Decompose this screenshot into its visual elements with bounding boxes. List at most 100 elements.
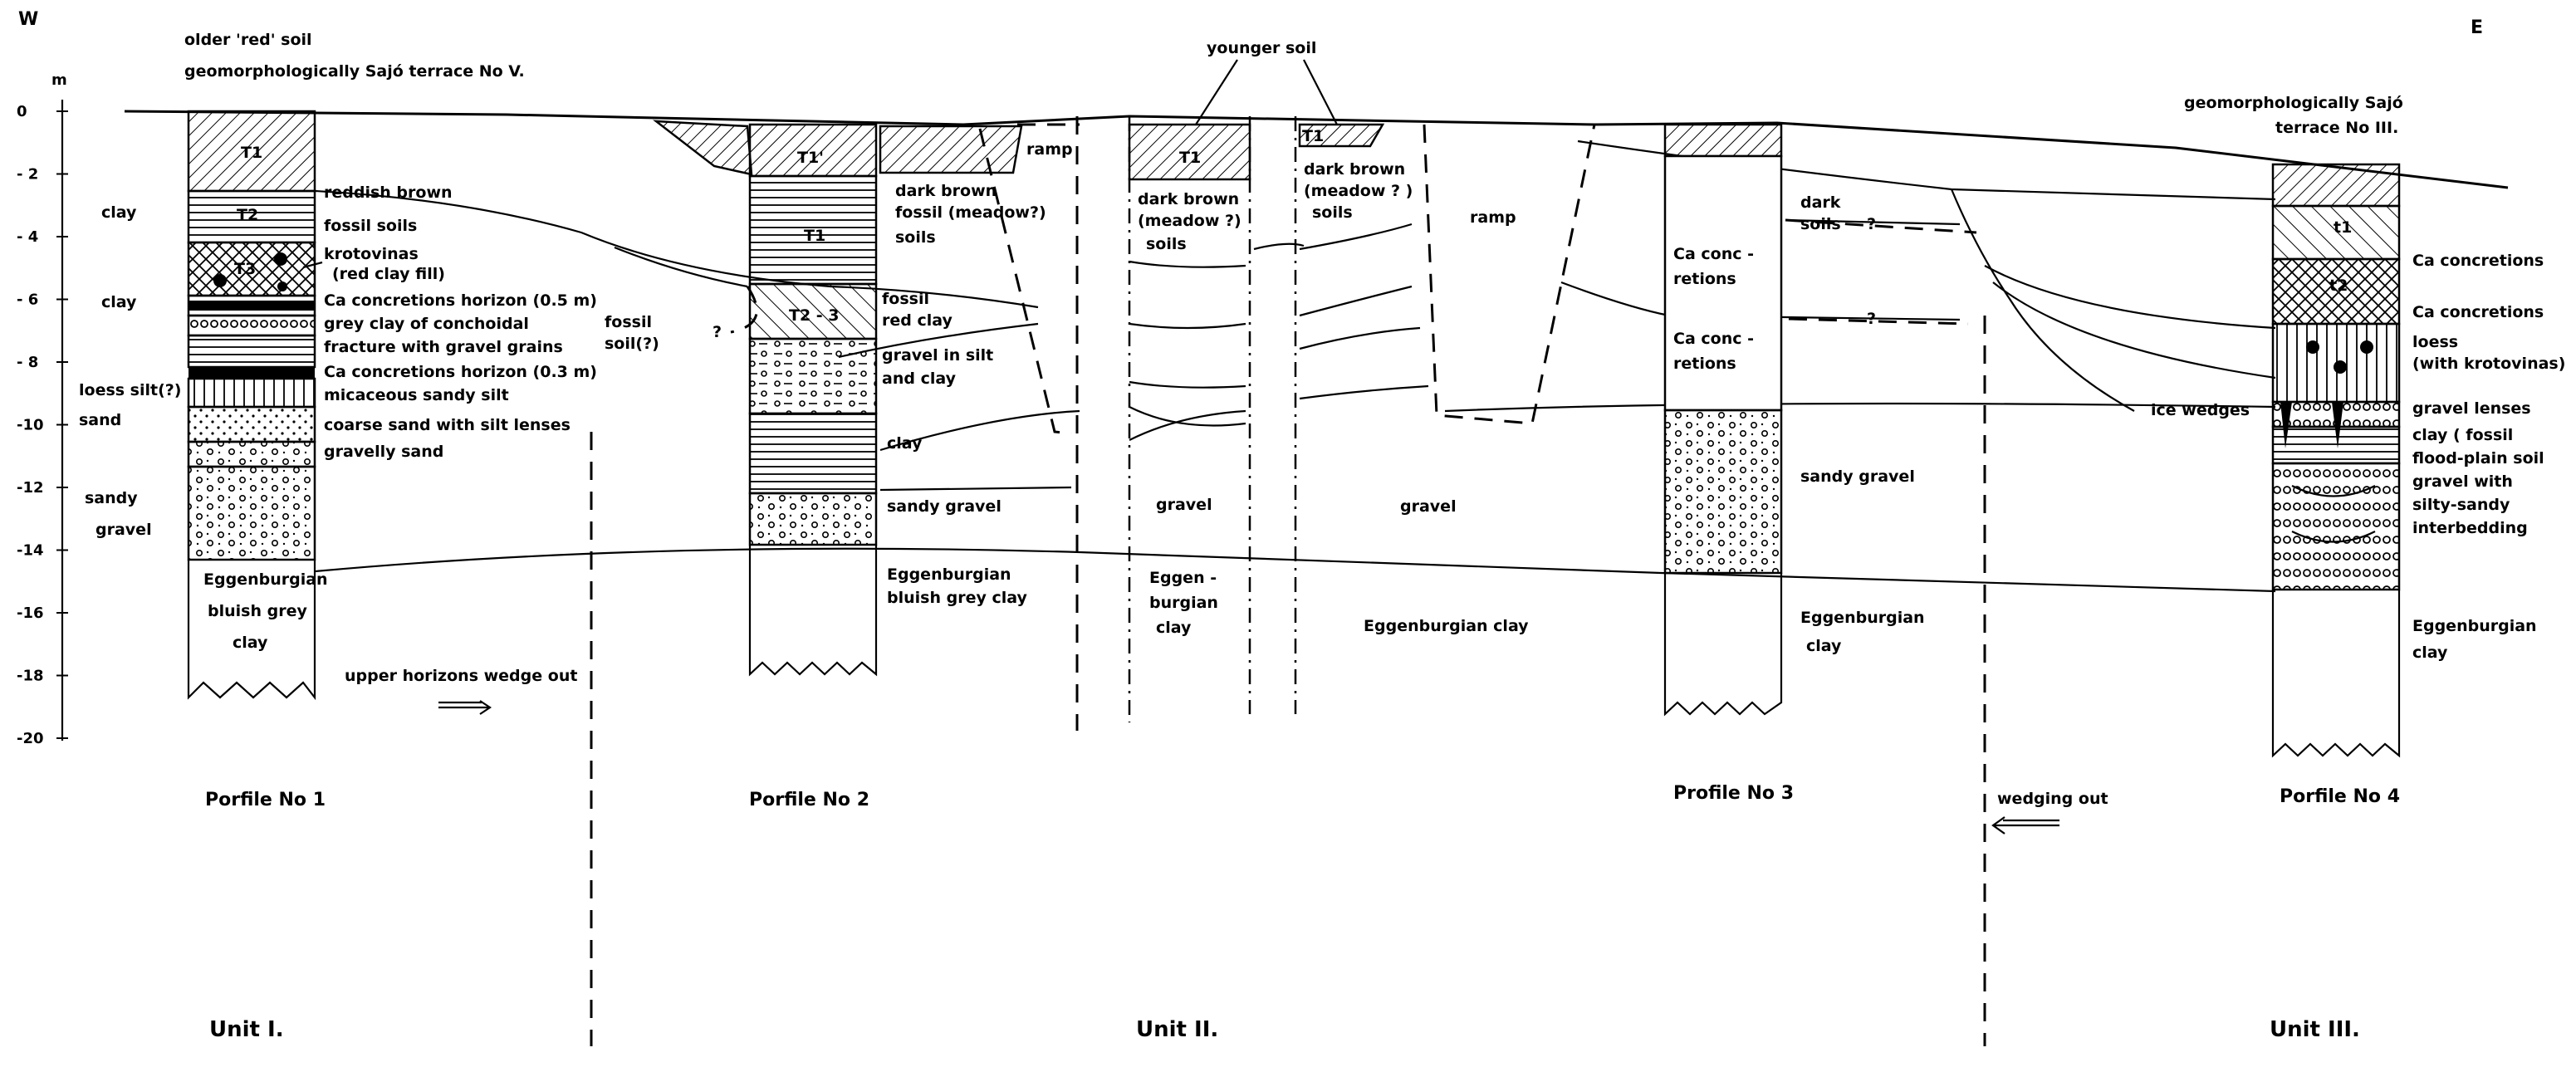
p4-t1: t1 xyxy=(2334,218,2352,237)
p4-label-5: clay ( fossil xyxy=(2412,426,2513,444)
unit2-rsoils-2: soils xyxy=(1312,203,1353,222)
p3-ca2-1: retions xyxy=(1673,355,1736,373)
p1-legend-2: krotovinas xyxy=(324,245,419,263)
fossil-soil-2: soil(?) xyxy=(605,335,659,353)
wedging-out-label: wedging out xyxy=(1997,790,2108,808)
unit2-t1b: T1 xyxy=(1302,127,1324,145)
left-loess: loess silt(?) xyxy=(79,381,182,399)
unit2-section: younger soil T1 T1 dark brown (meadow ?)… xyxy=(1129,39,1529,637)
profile-title-2: Porfile No 2 xyxy=(749,790,869,810)
header-unit1-line2: geomorphologically Sajó terrace No V. xyxy=(184,62,525,81)
p3-ca1-1: retions xyxy=(1673,270,1736,288)
profile2-t1-prime: T1' xyxy=(797,149,824,167)
profile3-column: dark soils ? ? Ca conc - retions Ca conc… xyxy=(1665,125,2250,834)
left-clay-1: clay xyxy=(101,203,137,222)
p3-question-2: ? xyxy=(1867,310,1876,328)
p4-base-0: Eggenburgian xyxy=(2412,617,2537,635)
fossil-soil-1: fossil xyxy=(605,313,652,331)
p2-label-8: sandy gravel xyxy=(887,497,1002,516)
axis-tick-label: - 6 xyxy=(17,291,38,309)
p3-base-0: Eggenburgian xyxy=(1800,609,1925,627)
profile-title-3: Profile No 3 xyxy=(1673,783,1794,804)
axis-unit: m xyxy=(51,71,67,89)
p2-label-0: dark brown xyxy=(895,182,997,200)
unit2-lsoils-0: dark brown xyxy=(1138,190,1239,208)
p1-legend-5: grey clay of conchoidal xyxy=(324,315,529,333)
p1-legend-10: gravelly sand xyxy=(324,443,443,461)
younger-soil-label: younger soil xyxy=(1207,39,1316,57)
left-sand: sand xyxy=(79,411,121,429)
p1-legend-0: reddish brown xyxy=(324,184,453,202)
unit2-lsoils-1: (meadow ?) xyxy=(1138,212,1241,230)
p2-label-5: gravel in silt xyxy=(882,346,993,365)
left-sandy: sandy xyxy=(85,489,138,507)
west-label: W xyxy=(18,9,38,30)
unit2-lsoils-2: soils xyxy=(1146,235,1187,253)
p1-legend-6: fracture with gravel grains xyxy=(324,338,563,356)
east-label: E xyxy=(2471,17,2483,38)
p1-legend-1: fossil soils xyxy=(324,217,417,235)
p3-base-1: clay xyxy=(1806,637,1842,655)
p1-legend-7: Ca concretions horizon (0.3 m) xyxy=(324,363,597,381)
p4-label-9: interbedding xyxy=(2412,519,2528,537)
unit2-base-mid: Eggenburgian clay xyxy=(1364,617,1529,635)
axis-tick-label: -10 xyxy=(17,417,44,434)
profile-title-1: Porfile No 1 xyxy=(205,790,326,810)
p4-label-2: loess xyxy=(2412,333,2458,351)
profile1-legend: reddish brown fossil soils krotovinas (r… xyxy=(303,184,597,714)
p3-dark-soils-1: soils xyxy=(1800,215,1841,233)
p4-t2: t2 xyxy=(2329,277,2348,295)
profile1-t2: T2 xyxy=(237,206,258,224)
p1-legend-3: (red clay fill) xyxy=(332,265,445,283)
p2-ramp: ramp xyxy=(1026,140,1073,159)
p3-question-1: ? xyxy=(1867,215,1876,233)
unit2-base-2: clay xyxy=(1156,619,1192,637)
p2-label-2: soils xyxy=(895,228,936,247)
p2-label-3: fossil xyxy=(882,290,929,308)
p4-label-7: gravel with xyxy=(2412,472,2513,491)
p4-label-3: (with krotovinas) xyxy=(2412,355,2565,373)
profile1-t1: T1 xyxy=(241,144,262,162)
p3-dark-soils-0: dark xyxy=(1800,193,1841,212)
profile1-t3: T3 xyxy=(234,260,256,278)
unit-label-2: Unit II. xyxy=(1136,1017,1218,1042)
unit-label-3: Unit III. xyxy=(2270,1017,2360,1042)
p3-ca2-0: Ca conc - xyxy=(1673,330,1754,348)
p2-label-4: red clay xyxy=(882,311,953,330)
fossil-soil-question: ? xyxy=(713,323,722,341)
profile1-column: T1 T2 T3 Eggenburgian bluish grey clay xyxy=(189,111,328,698)
p2-label-1: fossil (meadow?) xyxy=(895,203,1046,222)
p2-label-6: and clay xyxy=(882,370,957,388)
p2-base-0: Eggenburgian xyxy=(887,565,1011,584)
p3-ca1-0: Ca conc - xyxy=(1673,245,1754,263)
depth-axis: m 0- 2- 4- 6- 8-10-12-14-16-18-20 xyxy=(17,71,68,747)
profile2-t1: T1 xyxy=(804,227,825,245)
profile2-t23: T2 - 3 xyxy=(789,306,840,325)
p4-label-1: Ca concretions xyxy=(2412,303,2544,321)
unit2-base-0: Eggen - xyxy=(1149,569,1217,587)
unit2-t1: T1 xyxy=(1179,149,1201,167)
unit2-rsoils-0: dark brown xyxy=(1304,160,1405,179)
axis-tick-label: -14 xyxy=(17,542,44,560)
profile-title-4: Porfile No 4 xyxy=(2280,786,2400,807)
p2-label-7: clay xyxy=(887,434,923,453)
axis-tick-label: -16 xyxy=(17,605,44,622)
p2-base-1: bluish grey clay xyxy=(887,589,1027,607)
unit2-gravel-left: gravel xyxy=(1156,496,1212,514)
p1-legend-8: micaceous sandy silt xyxy=(324,386,509,404)
profile4-column: t1 t2 Ca concretions Ca concretions loes… xyxy=(2273,164,2565,756)
p3-sandy-gravel: sandy gravel xyxy=(1800,467,1915,486)
header-unit1-line1: older 'red' soil xyxy=(184,31,312,49)
header-unit3-line1: geomorphologically Sajó xyxy=(2184,94,2403,112)
axis-tick-label: -12 xyxy=(17,479,44,497)
unit2-base-1: burgian xyxy=(1149,594,1218,612)
profile1-base-2: bluish grey xyxy=(208,602,307,620)
header-unit3-line2: terrace No III. xyxy=(2275,119,2398,137)
p1-legend-9: coarse sand with silt lenses xyxy=(324,416,571,434)
left-clay-2: clay xyxy=(101,293,137,311)
p1-legend-4: Ca concretions horizon (0.5 m) xyxy=(324,291,597,310)
p4-label-6: flood-plain soil xyxy=(2412,449,2544,467)
unit-label-1: Unit I. xyxy=(209,1017,284,1042)
